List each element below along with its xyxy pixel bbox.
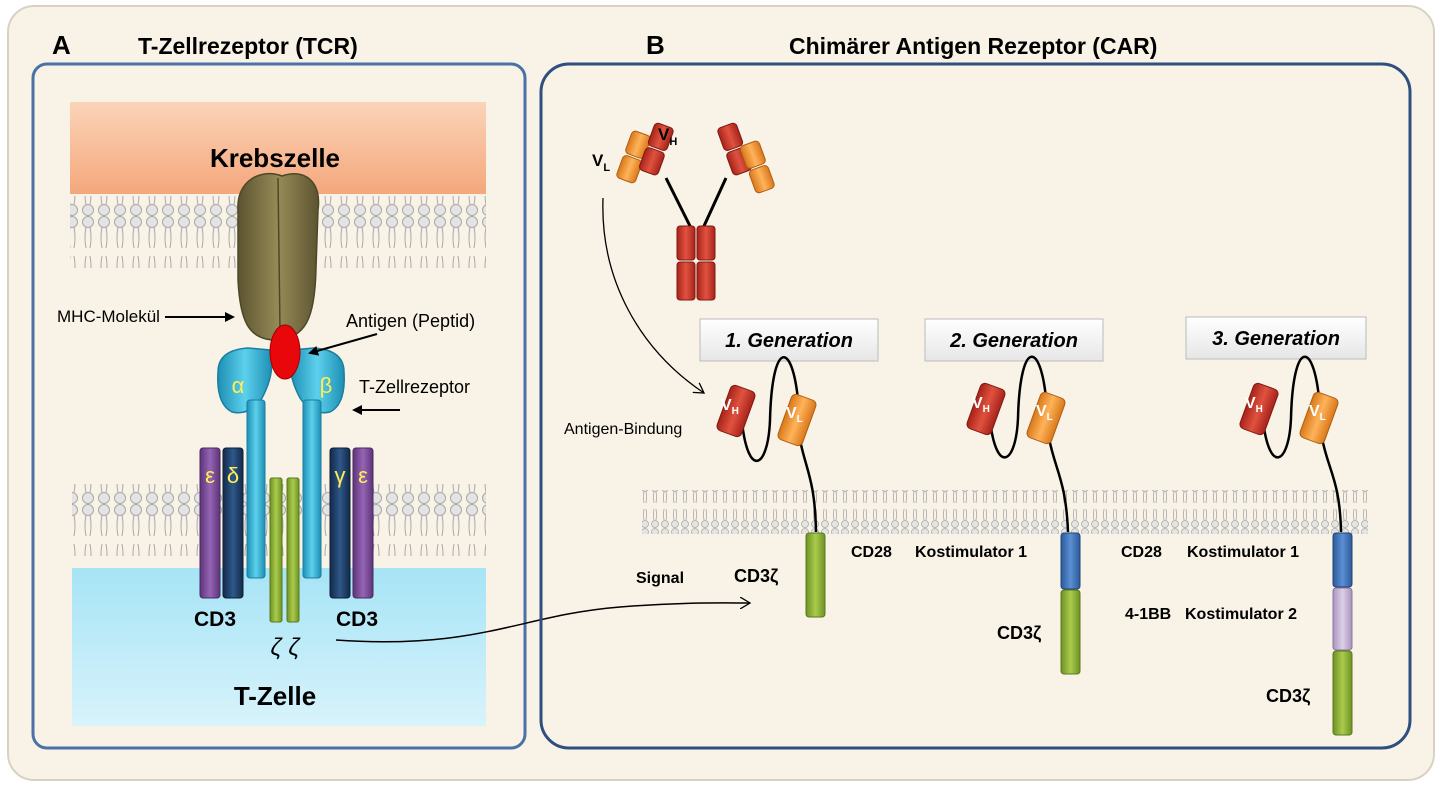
gen2-vh-label: VH (972, 395, 990, 415)
antibody-vh-label: VH (658, 125, 677, 148)
gen1-title: 1. Generation (725, 330, 853, 352)
cd3-right-label: CD3 (336, 608, 378, 631)
cd3-gamma (329, 447, 351, 599)
gen1-vl-label: VL (786, 405, 803, 425)
zeta-chain-right (286, 477, 300, 623)
epsilon-left-symbol: ε (205, 463, 215, 488)
panel-b-letter: B (646, 30, 665, 60)
krebszelle-label: Krebszelle (210, 143, 340, 173)
gen3-cd28-label: CD28 (1121, 544, 1162, 561)
gen2-cd28-label: CD28 (851, 544, 892, 561)
gen2-vl-label: VL (1036, 403, 1053, 423)
gen2-cd3z-label: CD3ζ (997, 623, 1041, 644)
panel-a-title: T-Zellrezeptor (TCR) (138, 33, 358, 59)
epsilon-right-symbol: ε (358, 463, 368, 488)
tzelle-label: T-Zelle (234, 681, 316, 711)
beta-symbol: β (320, 373, 333, 398)
alpha-symbol: α (232, 373, 245, 398)
signal-arrow (335, 603, 750, 643)
panel-b-frame (539, 62, 1412, 750)
mhc-cleft (277, 177, 281, 331)
antibody (616, 122, 775, 301)
gen3-vl-label: VL (1309, 403, 1326, 423)
gen3-kosti1-label: Kostimulator 1 (1187, 544, 1299, 561)
tcr-beta-stalk (302, 399, 322, 579)
car-gen3: VH VL CD28 Kostimulator 1 4-1BB Kostimul… (1121, 355, 1353, 736)
antigen-binding-arrow (602, 197, 704, 393)
gen3-kosti2-domain (1332, 587, 1353, 651)
antigen-label: Antigen (Peptid) (346, 311, 475, 331)
cd3-epsilon-left (199, 447, 221, 599)
gen1-cd3z-domain (805, 532, 826, 618)
zeta-chain-left (269, 477, 283, 623)
gen3-title-box: 3. Generation (1185, 316, 1367, 360)
gen3-bb-label: 4-1BB (1125, 606, 1171, 623)
car-gen2: VH VL CD28 Kostimulator 1 CD3ζ (851, 355, 1081, 675)
gen3-cd3z-domain (1332, 650, 1353, 736)
signal-label: Signal (636, 570, 684, 587)
panel-b-title: Chimärer Antigen Rezeptor (CAR) (789, 33, 1157, 59)
mhc-label: MHC-Molekül (57, 307, 160, 326)
gen1-title-box: 1. Generation (699, 318, 879, 362)
panel-a-frame (31, 62, 527, 750)
gen2-title: 2. Generation (949, 330, 1078, 352)
gen3-vh-label: VH (1245, 395, 1263, 415)
gen1-vh-label: VH (721, 397, 739, 417)
tcr-beta-head (289, 347, 345, 414)
antigen-arrow (308, 333, 378, 356)
gen2-title-box: 2. Generation (924, 318, 1104, 362)
cd3-epsilon-right (352, 447, 374, 599)
gen2-kosti1-label: Kostimulator 1 (915, 544, 1027, 561)
gen3-cd3z-label: CD3ζ (1266, 686, 1310, 707)
car-gen1: VH VL CD3ζ Signal (636, 355, 826, 618)
delta-symbol: δ (227, 463, 239, 488)
panel-b: B Chimärer Antigen Rezeptor (CAR) (539, 30, 1412, 750)
cd3-delta (222, 447, 244, 599)
mhc-molecule (237, 172, 320, 341)
gen2-kosti1-domain (1060, 532, 1081, 590)
gamma-symbol: γ (335, 463, 346, 488)
antigen-binding-label: Antigen-Bindung (564, 421, 682, 438)
panel-a: A T-Zellrezeptor (TCR) Krebszelle T-Zell… (31, 30, 750, 750)
antibody-vl-label: VL (592, 151, 610, 174)
cd3-left-label: CD3 (194, 608, 236, 631)
antigen-peptide (269, 324, 301, 380)
gen3-title: 3. Generation (1212, 328, 1340, 350)
tcr-label: T-Zellrezeptor (359, 377, 470, 397)
gen3-kosti1-domain (1332, 532, 1353, 588)
gen1-cd3z-label: CD3ζ (734, 566, 778, 587)
zeta-label: ζ ζ (271, 634, 302, 661)
tcr-alpha-head (217, 347, 273, 414)
car-membrane (642, 490, 1368, 534)
panel-a-letter: A (52, 30, 71, 60)
gen3-kosti2-label: Kostimulator 2 (1185, 606, 1297, 623)
tcr-alpha-stalk (246, 399, 266, 579)
gen2-cd3z-domain (1060, 589, 1081, 675)
